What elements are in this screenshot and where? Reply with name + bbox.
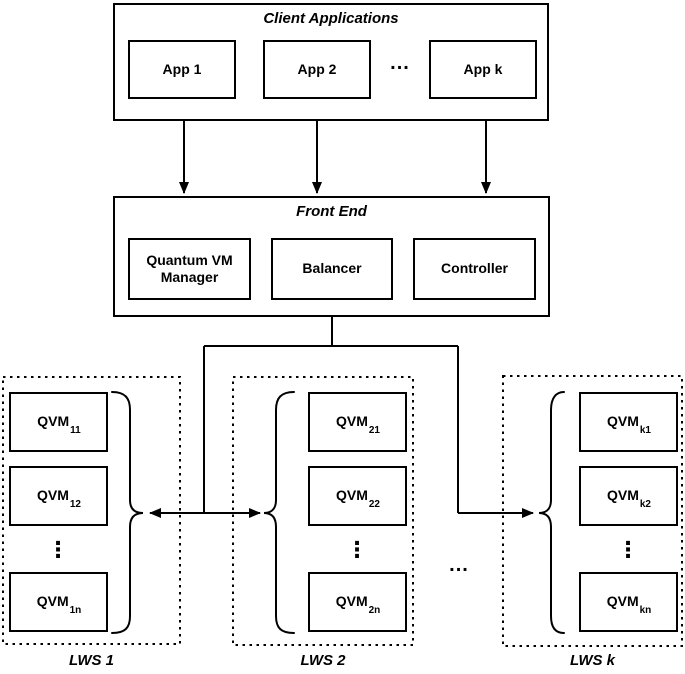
app-k-label: App k xyxy=(463,60,503,77)
qvm-21-node: QVM21 xyxy=(308,392,407,452)
qvm-k2-label: QVMk2 xyxy=(606,487,651,511)
qvm-2n-node: QVM2n xyxy=(308,572,407,632)
qvm-kn-node: QVMkn xyxy=(579,572,678,632)
app-1-node: App 1 xyxy=(128,40,236,99)
controller-label: Controller xyxy=(441,260,508,277)
qvm-22-label: QVM22 xyxy=(335,487,380,511)
qvm-11-node: QVM11 xyxy=(9,392,108,452)
lws-1-label: LWS 1 xyxy=(68,652,114,669)
front-end-title: Front End xyxy=(296,203,367,220)
quantum-vm-manager-label: Quantum VM Manager xyxy=(146,251,233,286)
app-2-label: App 2 xyxy=(297,60,337,77)
qvm-1n-node: QVM1n xyxy=(9,572,108,632)
lws-2-brace xyxy=(263,391,295,634)
qvm-12-node: QVM12 xyxy=(9,466,108,526)
qvm-21-label: QVM21 xyxy=(335,413,380,437)
lws-1-vertical-ellipsis: ⋮ xyxy=(47,537,69,562)
qvm-12-label: QVM12 xyxy=(36,487,81,511)
qvm-1n-label: QVM1n xyxy=(36,593,82,617)
lws-k-vertical-ellipsis: ⋮ xyxy=(617,537,639,562)
app-1-label: App 1 xyxy=(162,60,202,77)
qvm-k2-node: QVMk2 xyxy=(579,466,678,526)
lws-1-brace xyxy=(111,391,144,634)
controller-node: Controller xyxy=(413,238,536,300)
clusters-ellipsis: ... xyxy=(449,553,469,576)
client-applications-title: Client Applications xyxy=(263,10,399,27)
qvm-11-label: QVM11 xyxy=(37,413,81,437)
apps-ellipsis: ... xyxy=(390,51,410,74)
lws-2-vertical-ellipsis: ⋮ xyxy=(346,537,368,562)
lws-k-brace xyxy=(538,391,565,634)
qvm-kn-label: QVMkn xyxy=(606,593,652,617)
qvm-2n-label: QVM2n xyxy=(335,593,381,617)
lws-k-label: LWS k xyxy=(569,652,615,669)
qvm-k1-label: QVMk1 xyxy=(606,413,651,437)
app-k-node: App k xyxy=(429,40,537,99)
app-2-node: App 2 xyxy=(263,40,371,99)
balancer-node: Balancer xyxy=(271,238,393,300)
quantum-vm-manager-node: Quantum VM Manager xyxy=(128,238,251,300)
qvm-22-node: QVM22 xyxy=(308,466,407,526)
lws-2-label: LWS 2 xyxy=(300,652,346,669)
balancer-label: Balancer xyxy=(302,260,362,277)
qvm-k1-node: QVMk1 xyxy=(579,392,678,452)
